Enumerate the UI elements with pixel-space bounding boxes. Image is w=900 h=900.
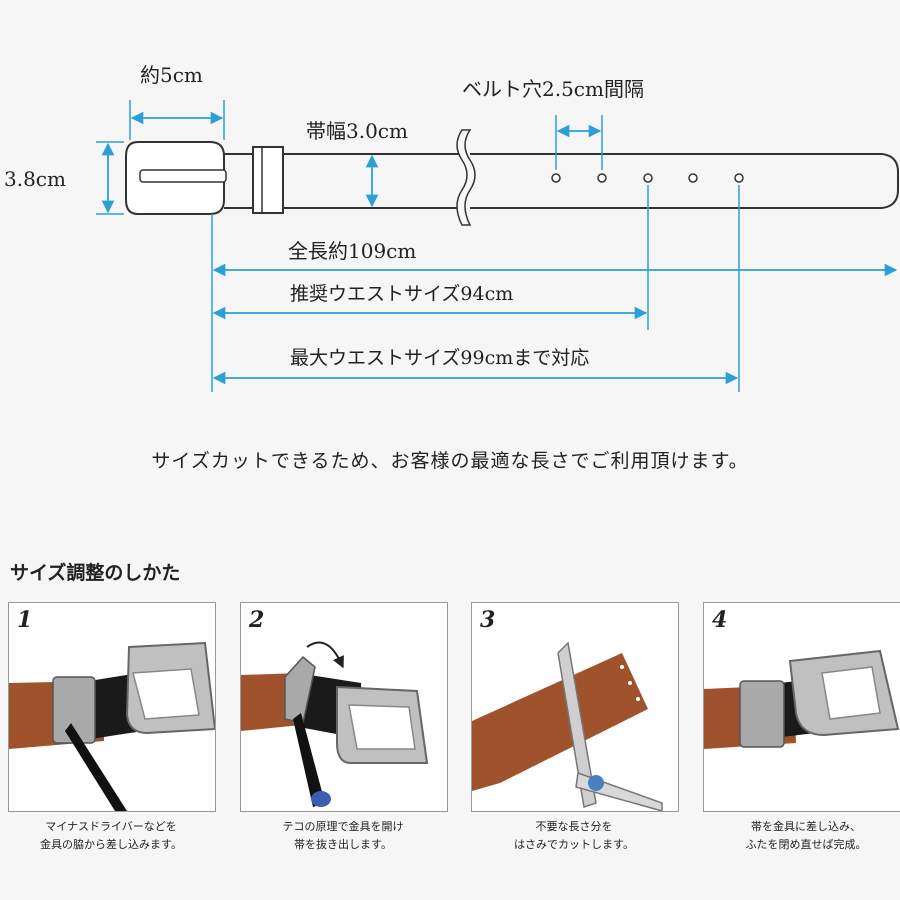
length-break-mark xyxy=(456,129,476,226)
buckle-outline xyxy=(125,141,227,215)
step-3-illustration xyxy=(472,641,663,811)
step-number: 2 xyxy=(249,607,265,633)
step-3-caption: 不要な長さ分を はさみでカットします。 xyxy=(471,818,677,854)
belt-dimension-diagram: 約5cm ベルト穴2.5cm間隔 帯幅3.0cm 3.8cm 全長約109cm … xyxy=(4,63,899,392)
step-1-illustration xyxy=(9,641,215,811)
caption-line: 帯を金具に差し込み、 xyxy=(751,820,861,833)
step-3-panel: 3 xyxy=(471,602,679,812)
max-waist-label: 最大ウエストサイズ99cmまで対応 xyxy=(290,347,589,369)
strap-width-label: 帯幅3.0cm xyxy=(306,119,408,143)
caption-line: はさみでカットします。 xyxy=(514,838,634,851)
belt-keeper xyxy=(252,146,284,214)
caption-line: ふたを閉め直せば完成。 xyxy=(745,838,867,851)
step-4-panel: 4 xyxy=(703,602,900,812)
buckle-width-label: 約5cm xyxy=(140,63,203,87)
section-title: サイズ調整のしかた xyxy=(10,562,181,584)
step-4-illustration xyxy=(704,649,900,749)
caption-line: テコの原理で金具を開け xyxy=(282,820,404,833)
caption-line: 帯を抜き出します。 xyxy=(294,838,392,851)
strap-right xyxy=(470,153,899,209)
step-2-panel: 2 xyxy=(240,602,448,812)
step-2-illustration xyxy=(241,641,429,807)
caption-line: マイナスドライバーなどを xyxy=(45,820,177,833)
hole-spacing-label: ベルト穴2.5cm間隔 xyxy=(462,77,644,101)
total-length-label: 全長約109cm xyxy=(288,239,416,263)
belt-holes xyxy=(551,173,744,183)
step-number: 4 xyxy=(712,607,728,633)
caption-line: 不要な長さ分を xyxy=(535,820,613,833)
caption-line: 金具の脇から差し込みます。 xyxy=(40,838,182,851)
step-2-caption: テコの原理で金具を開け 帯を抜き出します。 xyxy=(240,818,446,854)
step-number: 1 xyxy=(17,607,33,633)
step-1-panel: 1 xyxy=(8,602,216,812)
size-cut-tagline: サイズカットできるため、お客様の最適な長さでご利用頂けます。 xyxy=(151,450,749,472)
step-4-caption: 帯を金具に差し込み、 ふたを閉め直せば完成。 xyxy=(703,818,900,854)
step-1-caption: マイナスドライバーなどを 金具の脇から差し込みます。 xyxy=(8,818,214,854)
buckle-height-label: 3.8cm xyxy=(4,167,66,191)
step-number: 3 xyxy=(480,607,496,633)
recommended-waist-label: 推奨ウエストサイズ94cm xyxy=(290,283,513,305)
